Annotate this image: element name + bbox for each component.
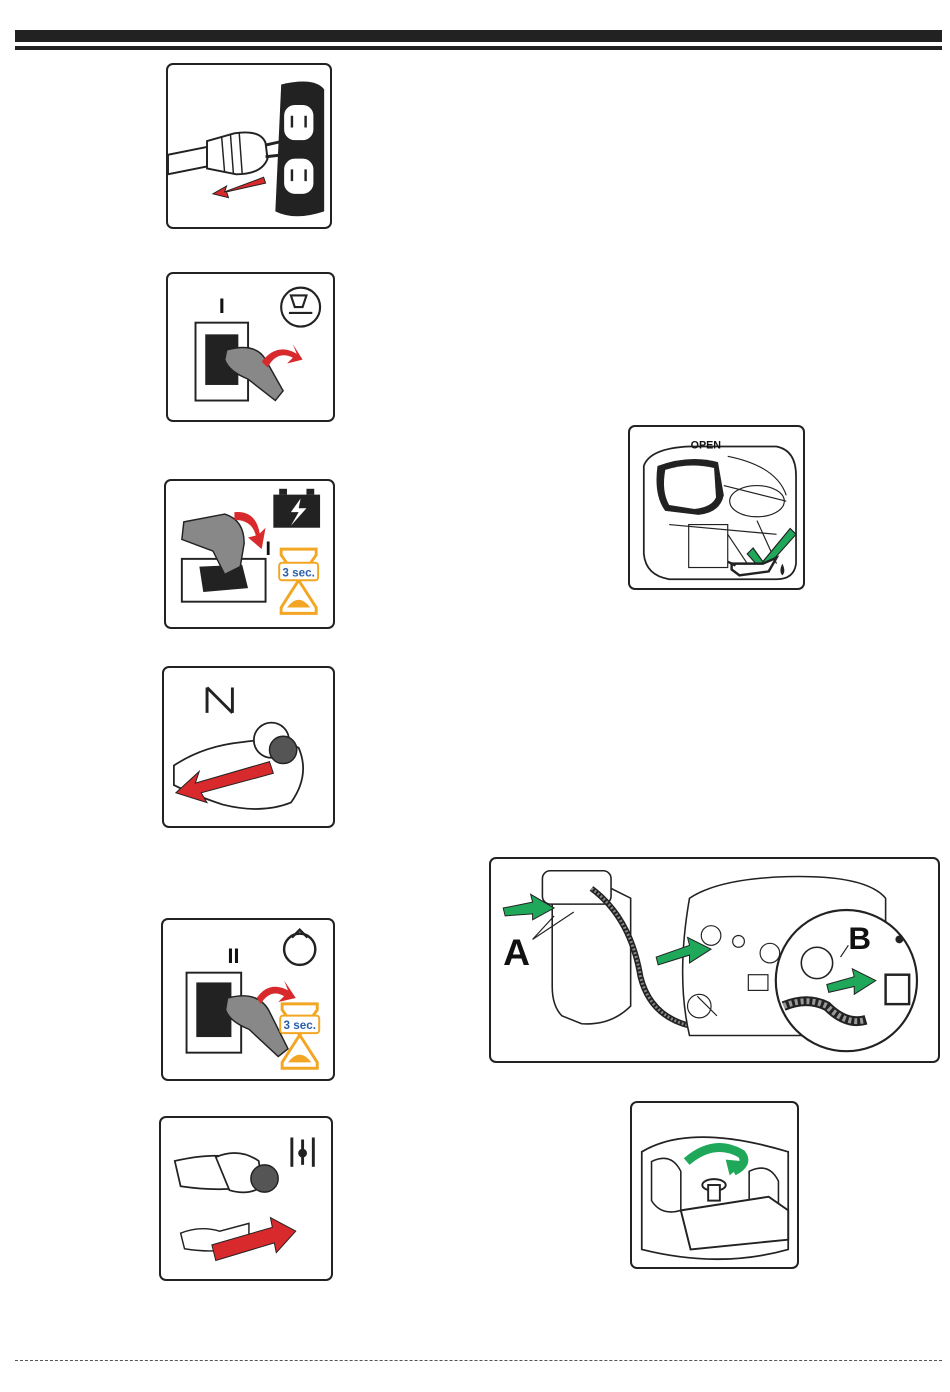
switch-off-timer-text: 3 sec. — [283, 1019, 316, 1032]
panel-switch-off: II 3 sec. — [161, 918, 335, 1081]
lamp-icon — [281, 288, 320, 327]
unplug-cord-icon — [168, 65, 330, 227]
header-bar — [15, 30, 942, 42]
open-label: OPEN — [691, 439, 722, 451]
panel-unplug — [166, 63, 332, 229]
hourglass-icon: 3 sec. — [280, 1004, 319, 1068]
panel-switch-on: I — [166, 272, 335, 422]
panel-lpg-connect: A B — [489, 857, 940, 1063]
panel-battery-start: I 3 sec. — [164, 479, 335, 629]
panel-choke-in — [159, 1116, 333, 1281]
footer-divider — [15, 1360, 942, 1361]
panel-choke — [162, 666, 335, 828]
choke-open-icon — [161, 1118, 331, 1279]
label-b: B — [848, 921, 871, 956]
choke-icon — [207, 688, 232, 713]
switch-off-mark: II — [228, 944, 240, 968]
panel-tank-valve — [630, 1101, 799, 1269]
battery-start-mark: I — [266, 538, 271, 560]
panel-oil-check: OPEN — [628, 425, 805, 590]
battery-timer-text: 3 sec. — [282, 566, 314, 579]
restart-icon — [284, 930, 315, 965]
hourglass-icon: 3 sec. — [279, 549, 318, 613]
label-a: A — [503, 931, 530, 973]
header-bar-thin — [15, 46, 942, 50]
battery-icon — [273, 489, 320, 528]
valve-turn-icon — [632, 1103, 797, 1267]
switch-on-mark: I — [219, 294, 225, 318]
